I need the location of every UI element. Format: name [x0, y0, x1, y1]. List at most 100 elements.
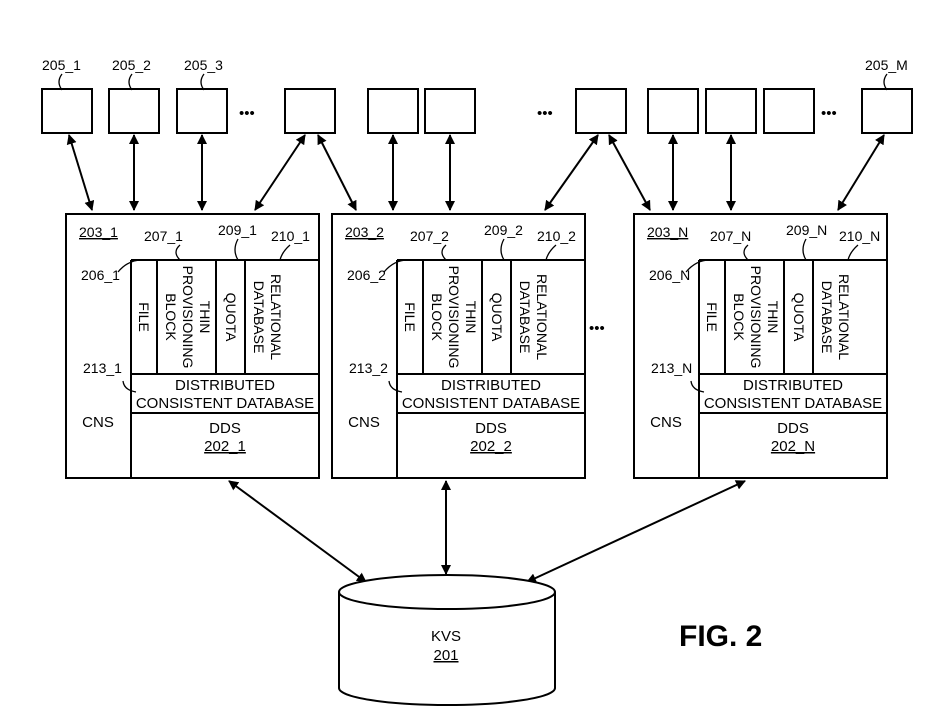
tpb-label-line2: PROVISIONING — [446, 266, 462, 369]
tpb-label-line1: THIN — [197, 301, 213, 334]
file-label: FILE — [136, 302, 152, 332]
dcd-label-line1: DISTRIBUTED — [743, 377, 843, 394]
file-ref-label: 206_1 — [81, 267, 120, 283]
rdb-ref-label: 210_1 — [271, 228, 310, 244]
rdb-ref-label: 210_2 — [537, 228, 576, 244]
tpb-ref-label: 207_1 — [144, 228, 183, 244]
client-box — [575, 88, 627, 134]
leader-line — [685, 259, 711, 273]
tpb-ref-label: 207_N — [710, 228, 751, 244]
leader-line — [743, 244, 749, 261]
leader-line — [200, 73, 205, 91]
tpb-ref-label: 207_2 — [410, 228, 449, 244]
tpb-label-line3: BLOCK — [429, 293, 445, 341]
dcd-label-line2: CONSISTENT DATABASE — [704, 395, 882, 412]
cylinder-body — [338, 592, 556, 706]
leader-line — [802, 238, 807, 261]
file-ref-label: 206_2 — [347, 267, 386, 283]
client-box — [41, 88, 93, 134]
client-box — [367, 88, 419, 134]
leader-line — [122, 380, 137, 393]
leader-line — [279, 244, 291, 261]
dds-ref-label: 202_2 — [470, 438, 512, 455]
quota-label: QUOTA — [489, 293, 505, 342]
dcd-ref-label: 213_1 — [83, 360, 122, 376]
leader-line — [175, 244, 181, 261]
client-ref-label: 205_1 — [42, 57, 81, 73]
client-box — [705, 88, 757, 134]
cns-label: CNS — [650, 414, 682, 431]
client-box — [647, 88, 699, 134]
client-box-group — [41, 88, 913, 134]
bidirectional-arrow — [254, 134, 306, 211]
node-ref-label: 203_N — [647, 224, 688, 240]
file-ref-label: 206_N — [649, 267, 690, 283]
tpb-label-line3: BLOCK — [163, 293, 179, 341]
bidirectional-arrow — [526, 480, 746, 583]
node-box — [331, 213, 586, 479]
rdb-ref-label: 210_N — [839, 228, 880, 244]
leader-line — [847, 244, 859, 261]
tpb-label-line2: PROVISIONING — [180, 266, 196, 369]
quota-label: QUOTA — [791, 293, 807, 342]
ellipsis: ••• — [821, 105, 837, 122]
node-box — [65, 213, 320, 479]
node-n — [633, 213, 888, 479]
cns-label: CNS — [82, 414, 114, 431]
figure-label: FIG. 2 — [679, 620, 762, 653]
client-ref-label: 205_M — [865, 57, 908, 73]
client-box — [861, 88, 913, 134]
node-ref-label: 203_2 — [345, 224, 384, 240]
dcd-ref-label: 213_N — [651, 360, 692, 376]
ellipsis: ••• — [537, 105, 553, 122]
client-box — [763, 88, 815, 134]
bidirectional-arrow — [317, 134, 357, 211]
leader-line — [234, 238, 239, 261]
tpb-label-line3: BLOCK — [731, 293, 747, 341]
dcd-label-line1: DISTRIBUTED — [175, 377, 275, 394]
bidirectional-arrow — [66, 134, 95, 211]
leader-line — [128, 73, 133, 91]
dcd-ref-label: 213_2 — [349, 360, 388, 376]
dcd-label-line1: DISTRIBUTED — [441, 377, 541, 394]
tpb-label-line1: THIN — [765, 301, 781, 334]
client-box — [176, 88, 228, 134]
quota-ref-label: 209_1 — [218, 222, 257, 238]
file-label: FILE — [402, 302, 418, 332]
leader-line — [500, 238, 505, 261]
bidirectional-arrow — [544, 134, 599, 211]
leader-line — [388, 380, 403, 393]
bidirectional-arrow — [608, 134, 651, 211]
dds-ref-label: 202_N — [771, 438, 815, 455]
kvs-cylinder — [338, 574, 556, 706]
rdb-label-line1: RELATIONAL — [836, 274, 852, 360]
rdb-label-line1: RELATIONAL — [534, 274, 550, 360]
cns-label: CNS — [348, 414, 380, 431]
dds-ref-label: 202_1 — [204, 438, 246, 455]
client-box — [424, 88, 476, 134]
leader-line — [545, 244, 557, 261]
ellipsis: ••• — [239, 105, 255, 122]
tpb-label-line2: PROVISIONING — [748, 266, 764, 369]
client-ref-label: 205_2 — [112, 57, 151, 73]
dds-label: DDS — [777, 420, 809, 437]
tpb-label-line1: THIN — [463, 301, 479, 334]
leader-line — [441, 244, 447, 261]
leader-line — [883, 73, 888, 91]
client-box — [284, 88, 336, 134]
rdb-label-line2: DATABASE — [819, 281, 835, 354]
rdb-label-line1: RELATIONAL — [268, 274, 284, 360]
quota-ref-label: 209_N — [786, 222, 827, 238]
rdb-label-line2: DATABASE — [251, 281, 267, 354]
kvs-label: KVS — [431, 628, 461, 645]
client-ref-label: 205_3 — [184, 57, 223, 73]
node-kvs-arrows — [228, 480, 746, 583]
kvs-ref-label: 201 — [433, 647, 458, 664]
leader-line — [58, 73, 63, 91]
client-box — [108, 88, 160, 134]
dcd-label-line2: CONSISTENT DATABASE — [402, 395, 580, 412]
quota-ref-label: 209_2 — [484, 222, 523, 238]
dds-label: DDS — [475, 420, 507, 437]
dcd-label-line2: CONSISTENT DATABASE — [136, 395, 314, 412]
